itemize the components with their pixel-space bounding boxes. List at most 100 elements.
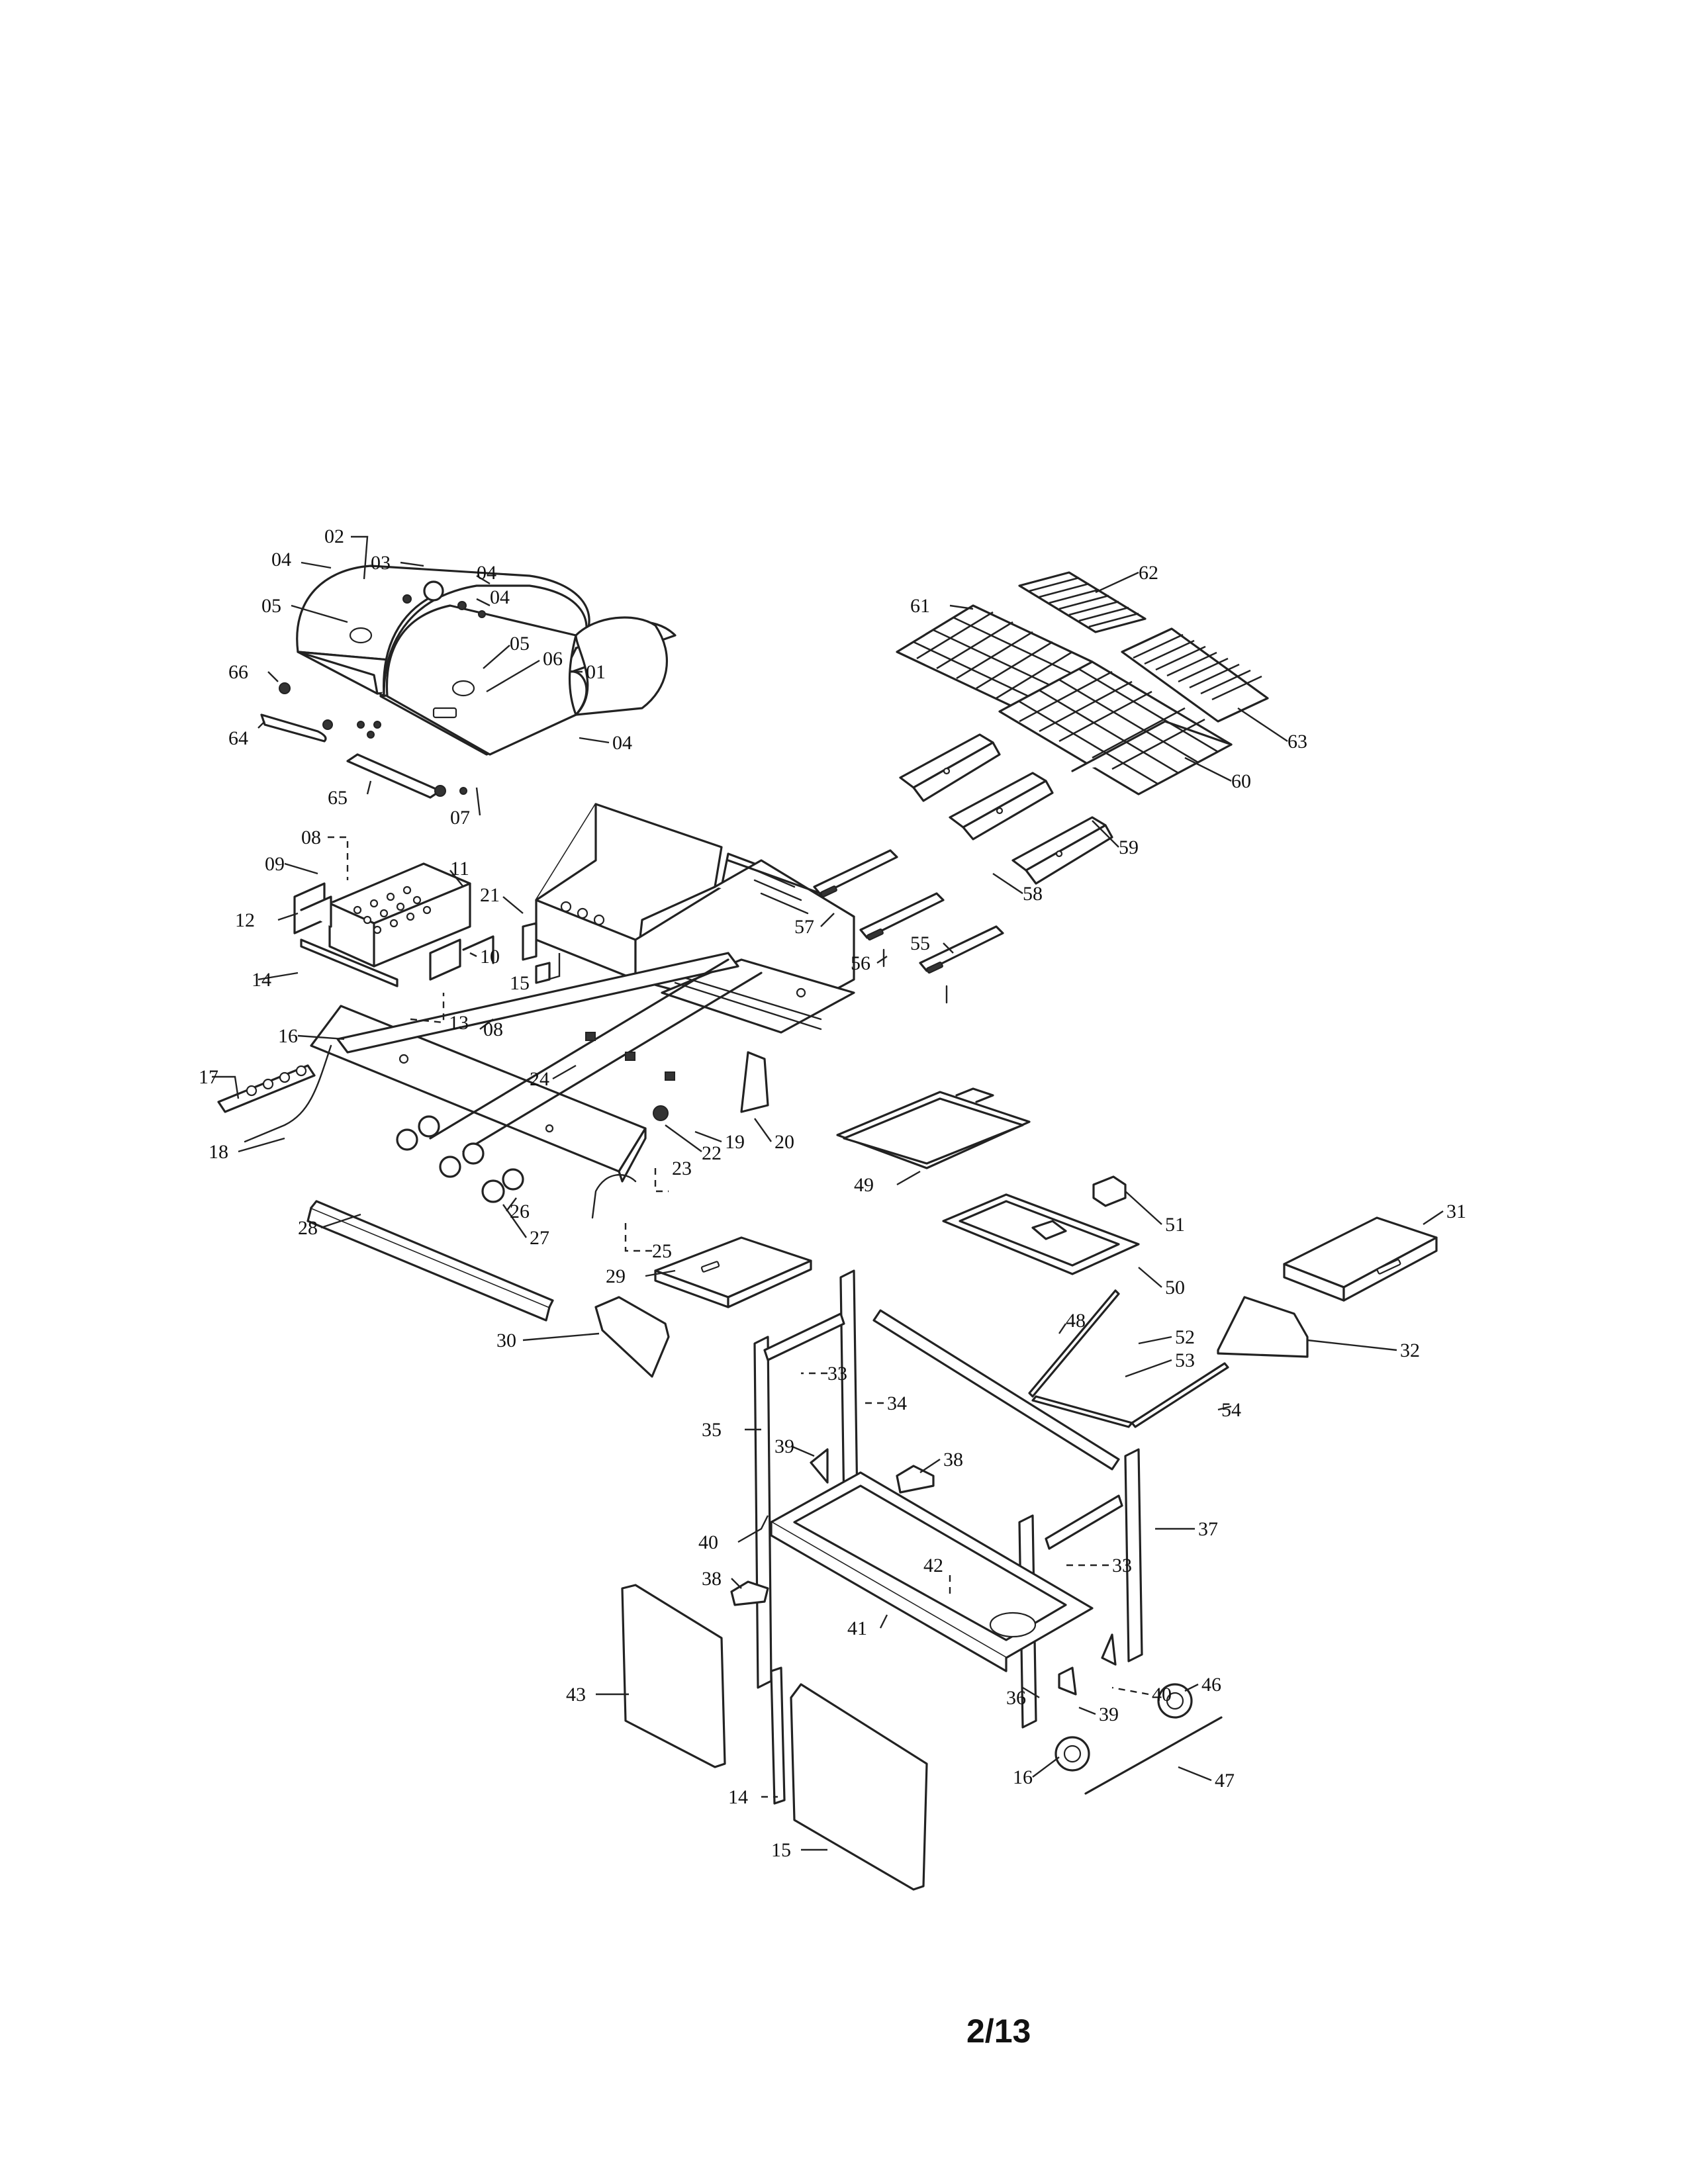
callout-10: 10 — [480, 946, 500, 968]
callout-05: 05 — [510, 633, 530, 655]
callout-53: 53 — [1175, 1349, 1195, 1371]
callout-33: 33 — [827, 1363, 847, 1385]
callout-61: 61 — [910, 595, 930, 617]
shelf-bracket-30[interactable] — [594, 1296, 670, 1378]
callout-19: 19 — [725, 1131, 745, 1153]
callout-55: 55 — [910, 933, 930, 954]
lid-handle-assembly[interactable] — [260, 682, 467, 799]
callout-36: 36 — [1006, 1687, 1026, 1709]
callout-02: 02 — [324, 525, 344, 547]
side-burner-box[interactable] — [328, 862, 471, 968]
side-shelf-29[interactable] — [654, 1236, 812, 1308]
callout-34: 34 — [887, 1392, 907, 1414]
callout-58: 58 — [1023, 883, 1043, 905]
callout-62: 62 — [1139, 562, 1158, 584]
callout-51: 51 — [1165, 1214, 1185, 1236]
callout-27: 27 — [530, 1227, 549, 1249]
callout-60: 60 — [1231, 770, 1251, 792]
callout-04: 04 — [271, 549, 291, 570]
door-panel-45[interactable] — [770, 1666, 928, 1891]
side-burner-brackets[interactable] — [293, 882, 551, 987]
callout-48: 48 — [1066, 1310, 1086, 1332]
callout-41: 41 — [847, 1617, 867, 1639]
wheels[interactable] — [1055, 1683, 1223, 1795]
callout-13: 13 — [449, 1012, 469, 1034]
callout-28: 28 — [298, 1217, 318, 1239]
callout-39: 39 — [774, 1435, 794, 1457]
cart-gussets[interactable] — [810, 1448, 1117, 1696]
callout-29: 29 — [606, 1265, 626, 1287]
grease-tray-49[interactable] — [836, 1087, 1031, 1169]
burner-tubes[interactable] — [813, 849, 1004, 974]
callout-30: 30 — [496, 1330, 516, 1351]
front-rail-28[interactable] — [306, 1200, 554, 1322]
callout-54: 54 — [1221, 1399, 1241, 1421]
cart-bottom-frame[interactable] — [770, 1471, 1094, 1672]
side-shelf-bracket-20[interactable] — [740, 1051, 769, 1113]
ignition-wire[interactable] — [244, 1044, 637, 1219]
side-shelf-31[interactable] — [1283, 1216, 1438, 1302]
callout-labels: 02 04 03 04 04 05 05 06 01 66 64 04 65 0… — [199, 525, 1466, 1861]
warming-rack-63[interactable] — [1121, 627, 1269, 723]
firebox[interactable] — [535, 803, 855, 1034]
callout-50: 50 — [1165, 1277, 1185, 1298]
callout-20: 20 — [774, 1131, 794, 1153]
callout-26: 26 — [510, 1201, 530, 1222]
callout-08: 08 — [483, 1019, 503, 1040]
callout-24: 24 — [530, 1068, 549, 1090]
callout-38: 38 — [702, 1568, 722, 1590]
callout-14: 14 — [728, 1786, 748, 1808]
callout-43: 43 — [566, 1684, 586, 1706]
cart-rods[interactable] — [1028, 1289, 1229, 1428]
callout-35: 35 — [702, 1419, 722, 1441]
callout-57: 57 — [794, 916, 814, 938]
callout-40: 40 — [698, 1531, 718, 1553]
shelf-bracket-32[interactable] — [1217, 1296, 1309, 1358]
grease-cup-51[interactable] — [1092, 1175, 1127, 1207]
side-panel-43[interactable] — [621, 1584, 726, 1768]
callout-04: 04 — [477, 562, 496, 584]
callout-66: 66 — [228, 661, 248, 683]
callout-09: 09 — [265, 853, 285, 875]
callout-01: 01 — [586, 661, 606, 683]
callout-12: 12 — [235, 909, 255, 931]
callout-38: 38 — [943, 1449, 963, 1471]
callout-47: 47 — [1215, 1770, 1235, 1792]
callout-22: 22 — [702, 1142, 722, 1164]
side-burner-panel[interactable] — [217, 1064, 316, 1113]
grease-tray-50[interactable] — [942, 1193, 1140, 1275]
leader-lines — [212, 535, 1444, 1851]
grill-lid[interactable] — [296, 565, 677, 756]
callout-37: 37 — [1198, 1518, 1218, 1540]
callout-33: 33 — [1112, 1555, 1132, 1576]
callout-07: 07 — [450, 807, 470, 829]
callout-21: 21 — [480, 884, 500, 906]
callout-16: 16 — [1013, 1766, 1033, 1788]
warming-rack-62[interactable] — [1018, 571, 1147, 633]
callout-31: 31 — [1446, 1201, 1466, 1222]
callout-32: 32 — [1400, 1340, 1420, 1361]
cart-crossbars[interactable] — [763, 1309, 1123, 1550]
callout-14: 14 — [252, 969, 271, 991]
callout-08: 08 — [301, 827, 321, 848]
callout-05: 05 — [261, 595, 281, 617]
callout-59: 59 — [1119, 837, 1139, 858]
heat-plates-59[interactable] — [899, 733, 1113, 885]
callout-15: 15 — [510, 972, 530, 994]
callout-65: 65 — [328, 787, 348, 809]
control-knobs[interactable] — [396, 1105, 669, 1203]
callout-46: 46 — [1201, 1674, 1221, 1696]
callout-11: 11 — [450, 858, 469, 880]
callout-42: 42 — [923, 1555, 943, 1576]
callout-17: 17 — [199, 1066, 218, 1088]
callout-15: 15 — [771, 1839, 791, 1861]
callout-23: 23 — [672, 1158, 692, 1179]
gas-manifold[interactable] — [336, 952, 763, 1153]
cooking-grates-60[interactable] — [998, 660, 1233, 796]
control-panel[interactable] — [310, 1005, 647, 1183]
callout-04: 04 — [612, 732, 632, 754]
page-number: 2/13 — [966, 2013, 1031, 2050]
callout-56: 56 — [851, 952, 870, 974]
callout-25: 25 — [652, 1240, 672, 1262]
